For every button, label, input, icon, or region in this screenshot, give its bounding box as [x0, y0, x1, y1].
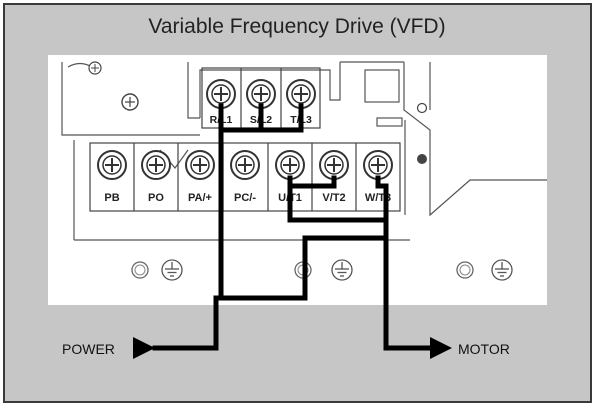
top-terminal-block: R/L1 S/L2 T/L3: [201, 67, 321, 129]
housing-screw: [416, 102, 428, 114]
screw-terminal-icon: [319, 150, 349, 180]
power-input-wiring: [152, 103, 389, 351]
screw-terminal-icon: [275, 150, 305, 180]
screw-terminal-icon: [185, 150, 215, 180]
mounting-hole-icon: [131, 261, 149, 279]
terminal-label-v-t2: V/T2: [322, 192, 345, 204]
terminal-label-po: PO: [148, 192, 164, 204]
terminal-label-pb: PB: [104, 192, 119, 204]
housing-outline: [61, 61, 547, 241]
diagram-title: Variable Frequency Drive (VFD): [148, 15, 445, 38]
ground-symbol-icon: [491, 259, 513, 281]
bottom-terminal-block: PB PO PA/+ PC/- U/T1 V/T2 W/T3: [89, 142, 401, 212]
screw-terminal-icon: [141, 150, 171, 180]
indicator-dot: [417, 154, 427, 164]
motor-label: MOTOR: [458, 341, 510, 357]
ground-symbol-icon: [331, 259, 353, 281]
screw-terminal-icon: [363, 150, 393, 180]
terminal-label-pa: PA/+: [188, 192, 212, 204]
arrow-right-icon: [133, 337, 155, 359]
housing-screw: [121, 93, 139, 111]
power-label: POWER: [62, 341, 115, 357]
housing-screw: [88, 61, 102, 75]
motor-output-wiring: [287, 175, 435, 351]
terminal-label-pc: PC/-: [234, 192, 256, 204]
screw-terminal-icon: [246, 79, 276, 109]
arrow-right-icon: [430, 337, 452, 359]
ground-symbol-icon: [161, 259, 183, 281]
screw-terminal-icon: [286, 79, 316, 109]
screw-terminal-icon: [97, 150, 127, 180]
screw-terminal-icon: [230, 150, 260, 180]
mounting-hole-icon: [456, 261, 474, 279]
